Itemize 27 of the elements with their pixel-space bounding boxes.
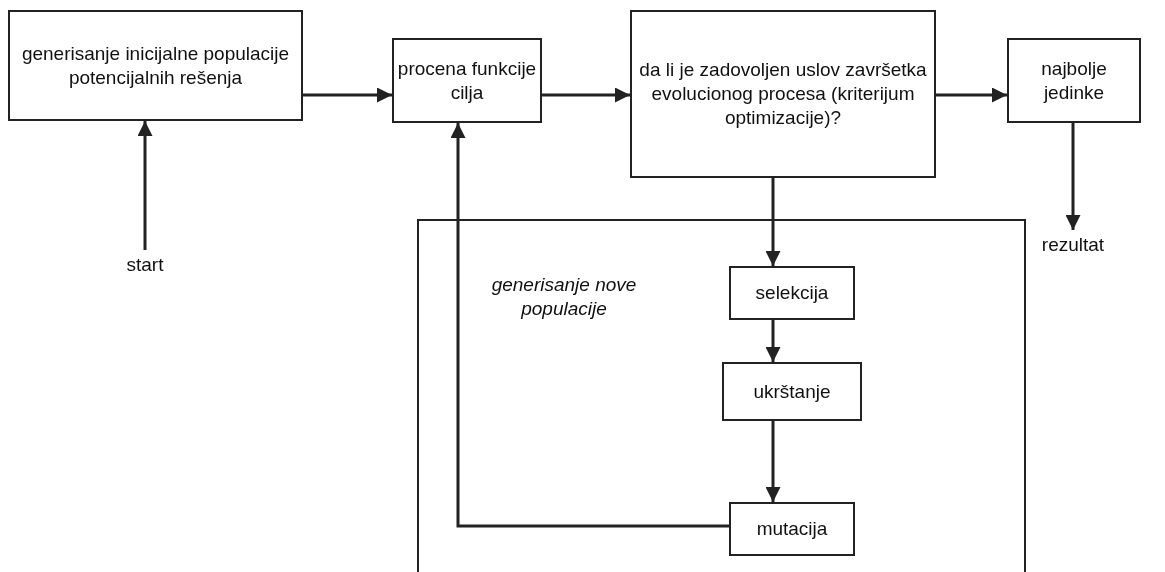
arrow xyxy=(765,421,781,502)
box-label: generisanje inicijalne populacije potencijalnih rešenja xyxy=(20,41,291,90)
process-box xyxy=(729,502,855,556)
decision-box xyxy=(630,10,936,178)
terminal-label: rezultat xyxy=(1041,233,1105,257)
box-label: procena funkcije cilja xyxy=(396,56,538,105)
arrow xyxy=(765,178,781,266)
arrow xyxy=(936,87,1007,103)
box-label: mutacija xyxy=(756,517,828,541)
output-box xyxy=(1007,38,1141,123)
process-box xyxy=(8,10,303,121)
box-label: da li je zadovoljen uslov završetka evolucionog procesa (kriterijum optimizacije)? xyxy=(638,58,928,130)
arrow xyxy=(1065,123,1081,230)
box-label: selekcija xyxy=(755,281,829,305)
arrow xyxy=(450,123,729,528)
box-label: najbolje jedinke xyxy=(1040,56,1108,105)
box-label: ukrštanje xyxy=(753,379,831,404)
arrow xyxy=(765,320,781,362)
process-box xyxy=(729,266,855,320)
arrow xyxy=(137,121,153,250)
arrow xyxy=(542,87,630,103)
process-box xyxy=(722,362,862,421)
terminal-label: start xyxy=(126,253,164,277)
group-panel xyxy=(417,219,1026,572)
process-box xyxy=(392,38,542,123)
arrow xyxy=(303,87,392,103)
group-title: generisanje nove populacije xyxy=(490,273,638,321)
